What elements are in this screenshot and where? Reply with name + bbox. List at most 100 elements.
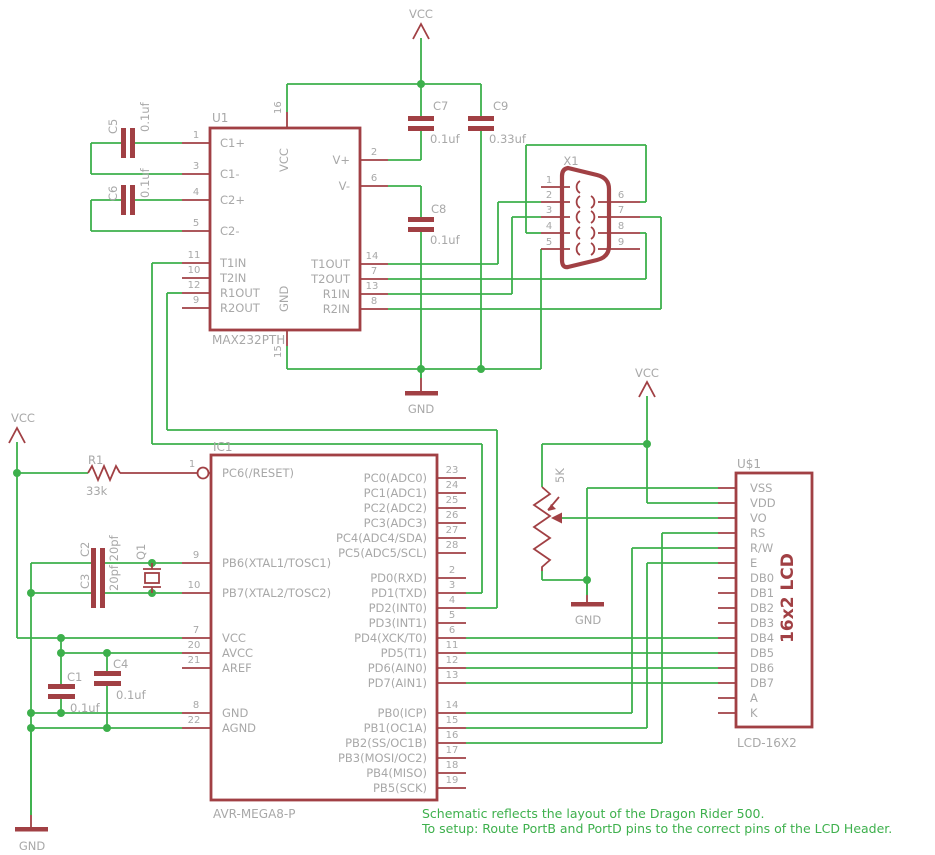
c7-ref: C7 [433,99,448,113]
c8-value: 0.1uf [430,233,461,247]
lcd-ref: U$1 [737,457,761,471]
x1-pin-no: 7 [618,205,624,216]
ic1-rpin-name: PC5(ADC5/SCL) [338,546,427,560]
c6-value: 0.1uf [138,167,152,198]
u1-rpin-name: R2IN [323,302,350,316]
lcd-u1: U$1 LCD-16X2 16x2 LCD VSS VDD VO RS R/W … [718,457,814,750]
lcd-pin-name: DB6 [750,661,774,675]
lcd-pin-name: RS [750,526,765,540]
ic1-rpin-no: 13 [446,670,459,681]
u1-pin16-no: 16 [273,101,284,114]
schematic-notes: Schematic reflects the layout of the Dra… [421,806,892,836]
lcd-pin-name: K [750,706,758,720]
capacitor-c7: C7 0.1uf [408,99,461,146]
ic1-rpin-name: PC0(ADC0) [364,471,427,485]
ic1-rpin-name: PC3(ADC3) [364,516,427,530]
ic1-rpin-name: PB1(OC1A) [364,721,427,735]
c7-value: 0.1uf [430,132,461,146]
c9-value: 0.33uf [489,132,527,146]
lcd-pin-name: DB2 [750,601,774,615]
ic1-lpin-no: 22 [188,715,201,726]
u1-rpin-no: 6 [371,173,377,184]
u1-ref: U1 [212,111,228,125]
u1-rpin-name: T1OUT [310,257,351,271]
ic1-rpin-no: 17 [446,745,459,756]
ic1-rpin-no: 12 [446,655,459,666]
c4-value: 0.1uf [116,688,147,702]
c3-ref: C3 [78,574,92,589]
ic1-rpin-name: PB3(MOSI/OC2) [338,751,427,765]
ic1-rpin-no: 6 [449,625,455,636]
ic1-rpin-name: PB4(MISO) [366,766,427,780]
u1-vcc-pin-name: VCC [277,148,291,172]
ic1-rpin-name: PC2(ADC2) [364,501,427,515]
ic1-rpin-no: 14 [446,700,459,711]
u1-lpin-name: R2OUT [220,301,261,315]
c1-value: 0.1uf [70,701,101,715]
ic1-lpin-no: 8 [193,700,199,711]
c9-ref: C9 [493,99,508,113]
x1-pin-no: 8 [618,221,624,232]
c1-ref: C1 [67,670,82,684]
ic1-lpin-no: 1 [189,459,195,470]
c2-c3-value: 20pf 20pf [107,534,121,591]
lcd-pin-name: DB1 [750,586,774,600]
u1-lpin-name: C2- [220,224,240,238]
vcc-symbol-top: VCC [409,7,433,40]
u1-rpin-no: 14 [366,251,379,262]
vcc-label-top: VCC [409,7,433,21]
u1-lpin-name: T2IN [219,271,246,285]
ic1-rpin-name: PD6(AIN0) [368,661,427,675]
wires [16,38,718,815]
junction-dots [13,80,651,732]
x1-pin-no: 6 [618,190,624,201]
ic1-lpin-name: PB6(XTAL1/TOSC1) [222,556,331,570]
lcd-pin-name: DB3 [750,616,774,630]
capacitor-c1: C1 0.1uf [48,670,101,715]
u1-lpin-no: 5 [193,218,199,229]
capacitor-c4: C4 0.1uf [94,657,147,702]
gnd-symbol-pot: GND [571,595,604,627]
ic1-rpin-no: 28 [446,540,459,551]
ic1-lpin-no: 7 [193,625,199,636]
ic-ic1-avr: IC1 AVR-MEGA8-P 1 9 10 7 20 21 8 22 PC6(… [182,440,466,821]
capacitor-c3: C3 20pf 20pf [78,534,121,608]
vcc-symbol-left: VCC [8,411,35,444]
c5-ref: C5 [106,119,120,134]
lcd-pin-name: DB5 [750,646,774,660]
u1-part: MAX232PTH [212,333,285,347]
c8-ref: C8 [431,202,446,216]
vcc-label-right: VCC [635,366,659,380]
capacitor-c6: C6 0.1uf [106,167,152,215]
u1-rpin-name: R1IN [323,287,350,301]
ic1-rpin-no: 2 [449,565,455,576]
lcd-pin-name: DB7 [750,676,774,690]
x1-ref: X1 [563,154,578,168]
ic1-rpin-no: 25 [446,495,459,506]
ic1-rpin-no: 23 [446,465,459,476]
c5-value: 0.1uf [138,101,152,132]
ic1-rpin-name: PD4(XCK/T0) [354,631,427,645]
ic1-rpin-name: PD7(AIN1) [368,676,427,690]
r1-ref: R1 [88,453,103,467]
x1-pin-no: 3 [546,205,552,216]
u1-lpin-no: 4 [193,187,199,198]
ic1-rpin-no: 4 [449,595,455,606]
ic1-rpin-no: 26 [446,510,459,521]
ic1-lpin-name: PB7(XTAL2/TOSC2) [222,586,331,600]
ic1-rpin-name: PB5(SCK) [373,781,427,795]
note-line-1: Schematic reflects the layout of the Dra… [422,806,764,821]
u1-gnd-pin-name: GND [277,285,291,312]
ic1-rpin-no: 3 [449,580,455,591]
u1-rpin-no: 2 [371,147,377,158]
lcd-pin-name: VDD [750,496,776,510]
ic1-rpin-name: PD1(TXD) [371,586,427,600]
gnd-label-left: GND [19,839,46,853]
ic1-part: AVR-MEGA8-P [213,807,295,821]
ic1-lpin-name: GND [222,706,249,720]
ic1-lpin-no: 20 [188,640,201,651]
resistor-r1: R1 33k [86,453,211,498]
ic1-rpin-name: PD2(INT0) [369,601,427,615]
capacitor-c2: C2 [78,542,105,578]
